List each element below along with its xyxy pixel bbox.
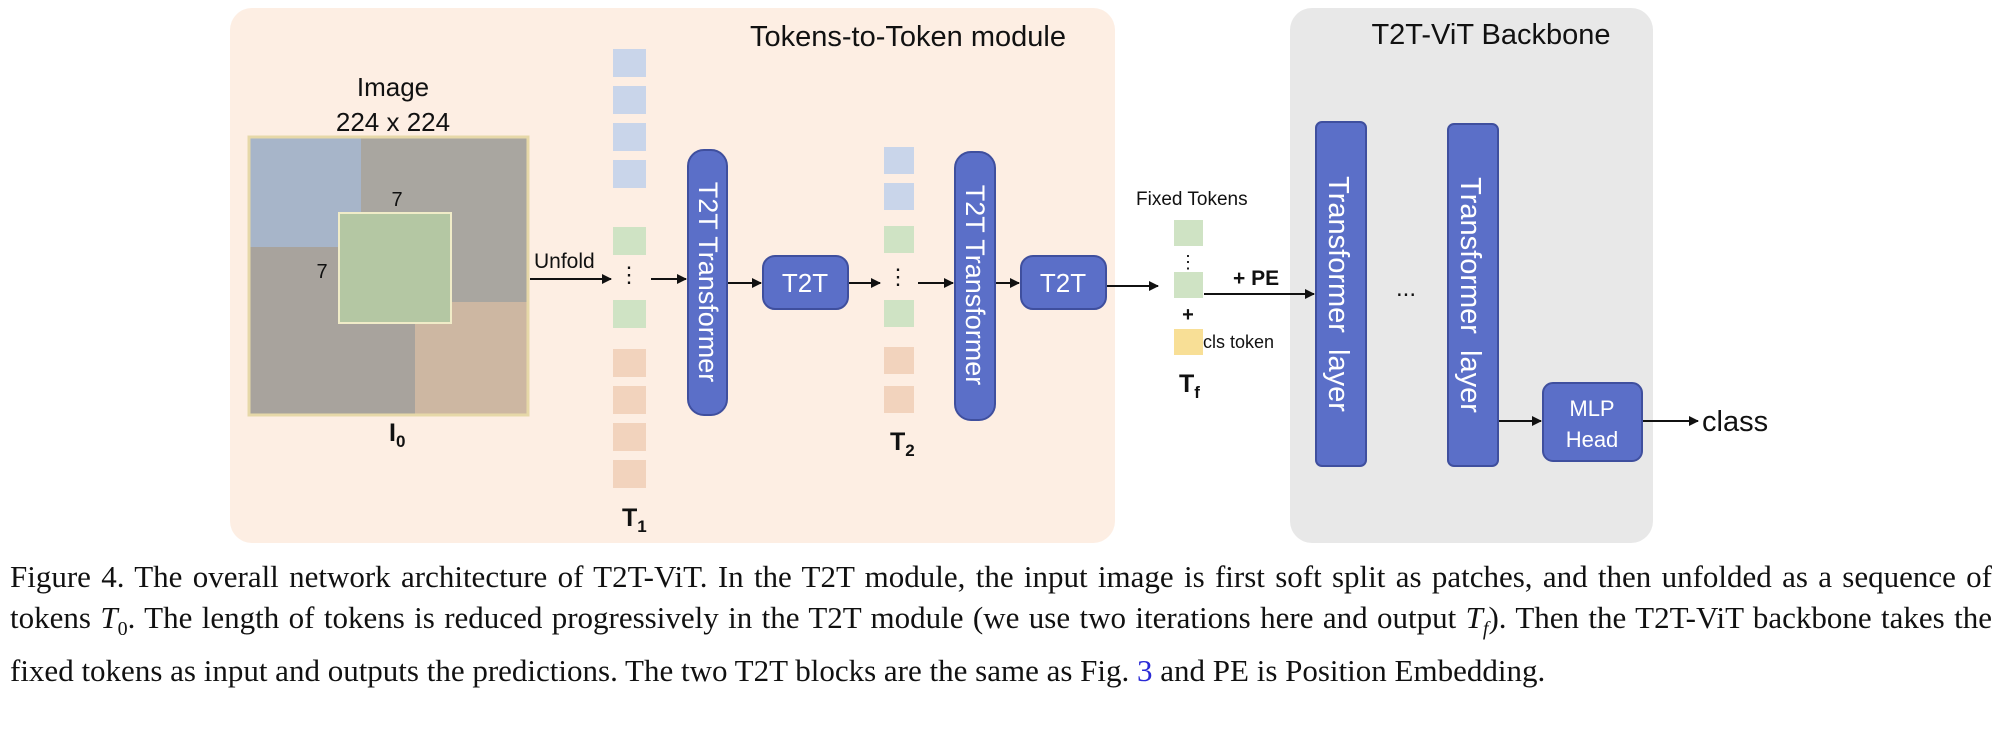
fixed-token-column: ⋮ [1174, 220, 1203, 298]
t2t-transformer-block-1 [687, 149, 728, 416]
t2t-transformer-label-1: T2T Transformer [693, 182, 723, 383]
figure-3-link[interactable]: 3 [1137, 653, 1153, 689]
t2t-label-2: T2T [1040, 268, 1086, 298]
t2t-label-1: T2T [782, 268, 828, 298]
mlp-head-block [1542, 382, 1643, 462]
patch-size-left: 7 [316, 261, 327, 283]
unfold-label: Unfold [534, 250, 595, 273]
t2t-transformer-label-2: T2T Transformer [960, 185, 990, 386]
transformer-layer-2 [1447, 123, 1499, 467]
t1-label: T1 [622, 504, 647, 536]
image-size-label: 224 x 224 [336, 107, 450, 137]
patch-size-top: 7 [391, 189, 402, 211]
input-image [247, 135, 530, 417]
i0-label: I0 [389, 419, 405, 451]
caption-part-4: and PE is Position Embedding. [1152, 653, 1546, 689]
tf-variable: Tf [1465, 600, 1489, 641]
cls-token-label: cls token [1203, 332, 1274, 352]
t2-label: T2 [890, 428, 915, 460]
layers-ellipsis: ... [1396, 275, 1416, 302]
t2t-module-title: Tokens-to-Token module [750, 21, 1066, 53]
caption-part-2: . The length of tokens is reduced progre… [127, 600, 1466, 635]
mlp-head-label-2: Head [1566, 427, 1619, 452]
t2t-transformer-block-2 [954, 151, 996, 421]
image-label: Image [357, 72, 429, 102]
t2t-block-1 [762, 255, 849, 310]
transformer-layer-label-2: Transformer layer [1454, 177, 1486, 413]
plus-sign: + [1182, 304, 1194, 326]
cls-token [1174, 329, 1203, 355]
caption-part-1: Figure 4. The overall network architectu… [10, 559, 1992, 635]
tf-label: Tf [1179, 370, 1200, 402]
class-label: class [1702, 406, 1768, 438]
svg-text:⋮: ⋮ [887, 264, 909, 289]
t0-variable: T0 [100, 600, 128, 641]
svg-text:⋮: ⋮ [618, 262, 640, 287]
caption-part-3: ). Then the T2T-ViT backbone takes the f… [10, 600, 1993, 689]
architecture-diagram: Tokens-to-Token module T2T-ViT Backbone … [230, 8, 1768, 543]
t2t-block-2 [1020, 255, 1107, 310]
mlp-head-label-1: MLP [1569, 396, 1614, 421]
transformer-layer-1 [1315, 121, 1367, 467]
t2-token-column: ⋮ [884, 147, 914, 413]
fixed-tokens-label: Fixed Tokens [1136, 189, 1248, 210]
transformer-layer-label-1: Transformer layer [1322, 176, 1354, 412]
figure-caption: Figure 4. The overall network architectu… [10, 556, 1992, 691]
pe-label: + PE [1233, 267, 1279, 290]
svg-text:⋮: ⋮ [1179, 252, 1197, 272]
backbone-title: T2T-ViT Backbone [1371, 19, 1610, 51]
t1-token-column: ⋮ [613, 49, 646, 488]
